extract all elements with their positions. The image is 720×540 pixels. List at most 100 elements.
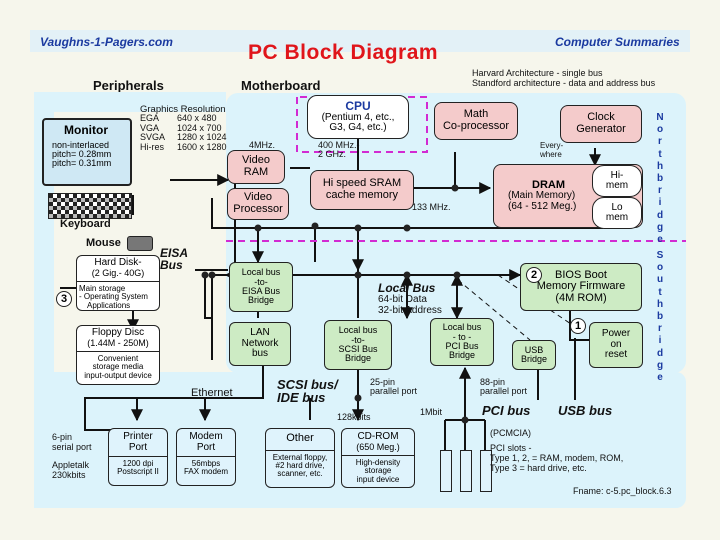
eisa-label-1: EISA (160, 246, 189, 260)
mbit1-label: 1Mbit (420, 407, 443, 417)
scsi-bridge-box: Local bus -to- SCSI Bus Bridge (324, 320, 392, 370)
header-left: Vaughns-1-Pagers.com (40, 35, 173, 49)
lan-line-2: Network (241, 337, 279, 349)
lo-mem-1: Lo (611, 201, 623, 213)
cdrom-note-2: storage (364, 466, 392, 476)
serial-port-label: 6-pin serial port (52, 432, 92, 452)
local-bus-line-1: 64-bit Data (378, 294, 427, 305)
floppy-box: Floppy Disc (1.44M - 250M) Convenient st… (76, 325, 160, 385)
dram-line-2: (Main Memory) (508, 190, 576, 202)
pcmcia-line-2: Type 1, 2, = RAM, modem, ROM, (490, 453, 624, 463)
math-line-1: Math (463, 108, 489, 121)
callout-1: 1 (570, 318, 586, 334)
cpu-line-1: (Pentium 4, etc., (321, 111, 395, 123)
eisa-bridge-3: EISA Bus (241, 286, 281, 296)
motherboard-heading: Motherboard (241, 78, 321, 93)
freq-133mhz: 133 MHz. (412, 202, 451, 212)
hard-disk-title-2: (2 Gig.- 40G) (91, 267, 145, 278)
modem-note-2: FAX modem (183, 467, 228, 477)
power-reset-box: Power on reset (589, 322, 643, 368)
pci-bridge-4: Bridge (448, 350, 475, 361)
freq-4mhz: 4MHz. (249, 140, 276, 150)
pci-bridge-box: Local bus - to - PCI Bus Bridge (430, 318, 494, 366)
pcmcia-line-3: Type 3 = hard drive, etc. (490, 463, 587, 473)
sram-line-2: cache memory (325, 189, 399, 201)
floppy-sep (77, 350, 159, 352)
callout-3: 3 (56, 291, 72, 307)
everywhere-2: where (540, 150, 562, 159)
graphics-labels: EGA VGA SVGA Hi-res (140, 113, 166, 152)
pin88-label: 88-pin parallel port (480, 378, 527, 396)
hi-mem-1: Hi- (610, 169, 624, 181)
pin25-label: 25-pin parallel port (370, 378, 417, 396)
cpu-box: CPU (Pentium 4, etc., G3, G4, etc.) (307, 95, 409, 139)
everywhere-note: Every- where (540, 141, 563, 159)
hi-mem-box: Hi- mem (592, 165, 642, 197)
clock-generator-box: Clock Generator (560, 105, 642, 143)
power-line-2: on (610, 338, 622, 350)
floppy-title-1: Floppy Disc (91, 327, 145, 338)
gr-ega-label: EGA (140, 113, 160, 123)
eisa-bridge-2: -to- (254, 276, 268, 287)
pci-slot-1 (440, 450, 452, 492)
pcmcia-title: (PCMCIA) (490, 428, 531, 438)
gr-hires-label: Hi-res (140, 141, 164, 152)
modem-sep (177, 456, 235, 457)
scsi-bus-label: SCSI bus/ IDE bus (277, 378, 338, 404)
ethernet-label: Ethernet (191, 387, 233, 399)
hard-disk-notes: Main storage - Operating System Applicat… (75, 284, 161, 310)
cpu-title: CPU (345, 99, 371, 114)
video-ram-line-1: Video (242, 154, 270, 167)
pin25-2: parallel port (370, 386, 418, 396)
local-bus-title: Local Bus (378, 281, 436, 295)
monitor-box: Monitor non-interlaced pitch= 0.28mm pit… (42, 118, 132, 186)
callout-2: 2 (526, 267, 542, 283)
gr-svga-label: SVGA (140, 132, 166, 142)
lo-mem-2: mem (605, 212, 629, 223)
power-line-1: Power (601, 328, 631, 340)
eisa-label-2: Bus (160, 258, 183, 272)
usb-bridge-1: USB (524, 344, 544, 355)
mouse-icon (127, 236, 153, 251)
pci-bridge-3: PCI Bus (445, 341, 479, 351)
gr-vga-value: 1024 x 700 (177, 122, 222, 133)
video-processor-line-2: Processor (233, 203, 283, 215)
lan-bus-box: LAN Network bus (229, 322, 291, 366)
power-line-3: reset (604, 349, 628, 361)
serial-2: serial port (52, 442, 92, 452)
peripheral-strip (34, 92, 226, 112)
freq-400-2: 2 GHz. (318, 149, 347, 159)
pin25-1: 25-pin (370, 377, 396, 387)
printer-title-1: Printer (123, 431, 153, 442)
printer-note-2: Postscript II (117, 467, 159, 477)
scsi-bus-1: SCSI bus/ (277, 377, 338, 392)
pin88-2: parallel port (480, 386, 528, 396)
hard-disk-sep (77, 280, 159, 282)
modem-note-1: 56mbps (191, 459, 221, 468)
bios-line-2: Memory Firmware (536, 280, 626, 293)
hard-disk-note-2: - Operating System (79, 292, 148, 302)
other-note-1: External floppy, (272, 452, 328, 462)
cdrom-note-3: input device (356, 474, 400, 484)
dram-title: DRAM (532, 178, 565, 191)
cpu-line-2: G3, G4, etc.) (329, 122, 387, 134)
math-coprocessor-box: Math Co-processor (434, 102, 518, 140)
eisa-label: EISA Bus (160, 247, 188, 271)
scsi-bus-2: IDE bus (277, 390, 326, 405)
appletalk-1: Appletalk (52, 460, 90, 470)
pci-slot-2 (460, 450, 472, 492)
monitor-title: Monitor (64, 123, 108, 137)
gr-hires-value: 1600 x 1280 (177, 141, 227, 152)
scsi-bridge-3: SCSI Bus (338, 344, 378, 354)
appletalk-2: 230kbits (52, 470, 86, 480)
mouse-label: Mouse (86, 237, 121, 249)
usb-bridge-2: Bridge (520, 354, 547, 364)
modem-title-1: Modem (189, 431, 223, 442)
other-note-3: scanner, etc. (277, 469, 323, 479)
gr-ega-value: 640 x 480 (177, 113, 217, 123)
monitor-line-3: pitch= 0.31mm (52, 158, 112, 169)
printer-sep (109, 456, 167, 457)
gr-svga-value: 1280 x 1024 (177, 132, 227, 142)
dram-line-3: (64 - 512 Meg.) (508, 200, 577, 212)
